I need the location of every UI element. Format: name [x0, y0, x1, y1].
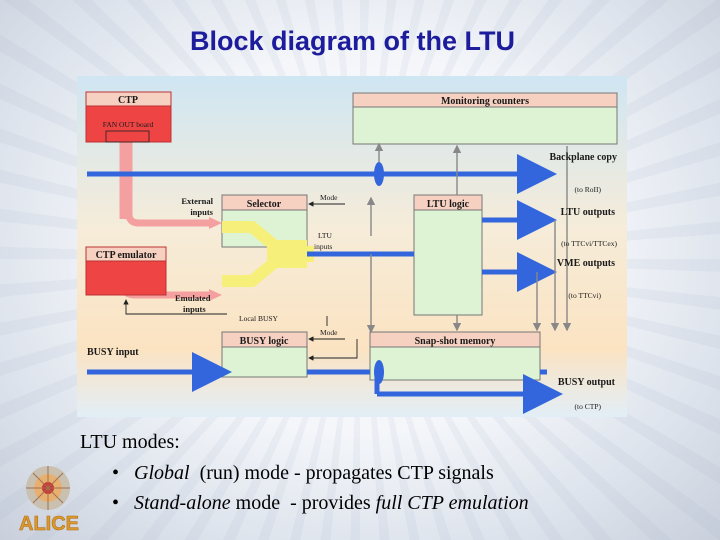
blue-bus: [87, 154, 563, 414]
internal-links: [366, 142, 572, 334]
fanout-label: FAN OUT board: [103, 120, 154, 129]
busy-input-label: BUSY input: [87, 347, 139, 358]
to-ttcvi-ttcex-label: (to TTCvi/TTCex): [561, 239, 617, 248]
modes-list: • Global (run) mode - propagates CTP sig…: [80, 458, 700, 518]
ltu-modes: LTU modes: • Global (run) mode - propaga…: [80, 430, 700, 518]
ltu-outputs-label: LTU outputs: [561, 207, 615, 218]
ltu-logic-block: LTU logic: [413, 194, 483, 316]
to-ttcvi-label: (to TTCvi): [568, 291, 601, 300]
mode-top-label: Mode: [320, 193, 338, 202]
ctp-emulator-label: CTP emulator: [96, 250, 157, 261]
ltu-logic-label: LTU logic: [427, 199, 470, 210]
ltu-block-diagram: CTP FAN OUT board CTP emulator Monitorin…: [77, 76, 627, 417]
ltu-inputs-label-1: LTU: [318, 231, 332, 240]
bus-hubs: [374, 162, 531, 384]
emulated-inputs-label-1: Emulated: [175, 293, 211, 303]
modes-heading: LTU modes:: [80, 431, 180, 453]
external-inputs-label-1: External: [181, 196, 213, 206]
ctp-emulator-block: CTP emulator: [85, 246, 167, 296]
ctp-block: CTP FAN OUT board: [85, 91, 172, 143]
bullet: •: [112, 492, 120, 514]
mode-name: Global: [134, 462, 190, 484]
busy-logic-block: BUSY logic: [221, 331, 308, 378]
alice-logo-text: ALICE: [19, 513, 79, 534]
vme-outputs-label: VME outputs: [557, 258, 615, 269]
page-title: Block diagram of the LTU: [189, 26, 516, 56]
to-ctp-label: (to CTP): [575, 402, 602, 411]
mode-bottom-label: Mode: [320, 328, 338, 337]
external-inputs-label-2: inputs: [190, 207, 213, 217]
mode-description: (run) mode - propagates CTP signals: [189, 462, 494, 484]
local-busy-label: Local BUSY: [239, 314, 279, 323]
control-arrows: [123, 201, 358, 361]
monitoring-counters-block: Monitoring counters: [352, 92, 618, 145]
ltu-inputs-label-2: inputs: [314, 242, 332, 251]
monitoring-label: Monitoring counters: [441, 96, 529, 107]
mode-name: Stand-alone: [134, 492, 231, 514]
mode-description: mode - provides: [230, 492, 376, 514]
selector-label: Selector: [247, 199, 282, 210]
snapshot-label: Snap-shot memory: [415, 336, 496, 347]
snapshot-memory-block: Snap-shot memory: [369, 331, 541, 381]
mode-item-global: • Global (run) mode - propagates CTP sig…: [112, 458, 700, 488]
to-roll-label: (to RoII): [575, 185, 602, 194]
mode-item-standalone: • Stand-alone mode - provides full CTP e…: [112, 488, 700, 518]
busy-output-label: BUSY output: [558, 377, 616, 388]
bullet: •: [112, 462, 120, 484]
emulated-inputs-label-2: inputs: [183, 304, 206, 314]
busy-logic-label: BUSY logic: [240, 336, 289, 347]
alice-logo: ALICE: [6, 462, 92, 535]
backplane-label: Backplane copy: [549, 152, 617, 163]
fanout-board: [105, 130, 150, 143]
mode-emphasis: full CTP emulation: [375, 492, 529, 514]
ctp-label: CTP: [118, 95, 138, 106]
